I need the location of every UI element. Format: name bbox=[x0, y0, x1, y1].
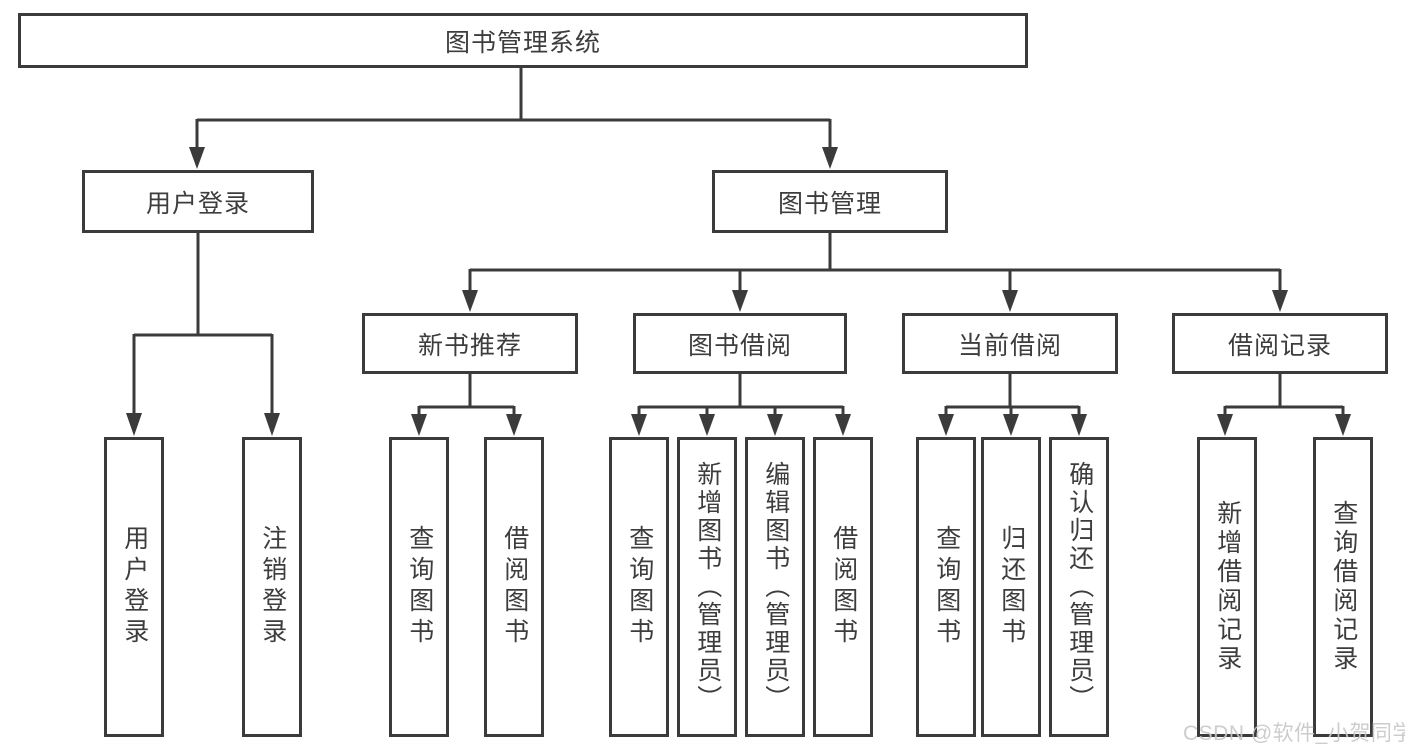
node-book-borrowing: 图书借阅 bbox=[633, 313, 847, 374]
node-label: 图书管理 bbox=[777, 189, 882, 218]
leaf-confirm-return-admin: 确认归还（管理员） bbox=[1049, 437, 1109, 737]
leaf-query-books: 查询图书 bbox=[916, 437, 976, 737]
leaf-edit-books-admin: 编辑图书（管理员） bbox=[745, 437, 805, 737]
leaf-query-borrow-record: 查询借阅记录 bbox=[1313, 437, 1373, 737]
csdn-watermark: CSDN @软件_小贺同学 bbox=[1183, 722, 1405, 745]
leaf-add-books-admin: 新增图书（管理员） bbox=[677, 437, 737, 737]
node-current-borrowing: 当前借阅 bbox=[902, 313, 1118, 374]
leaf-logout: 注销登录 bbox=[242, 437, 302, 737]
arrowheads bbox=[126, 147, 1351, 436]
leaf-query-books: 查询图书 bbox=[389, 437, 449, 737]
leaf-query-books: 查询图书 bbox=[609, 437, 669, 737]
node-book-management: 图书管理 bbox=[712, 170, 948, 233]
node-book-management-system: 图书管理系统 bbox=[18, 13, 1028, 68]
node-label: 用户登录 bbox=[145, 189, 250, 218]
node-label: 图书借阅 bbox=[687, 331, 792, 360]
node-label: 图书管理系统 bbox=[444, 28, 601, 57]
node-new-book-recommendation: 新书推荐 bbox=[362, 313, 578, 374]
leaf-user-login: 用户登录 bbox=[104, 437, 164, 737]
leaf-return-books: 归还图书 bbox=[981, 437, 1041, 737]
leaf-borrow-books: 借阅图书 bbox=[813, 437, 873, 737]
node-borrowing-records: 借阅记录 bbox=[1172, 313, 1388, 374]
leaf-add-borrow-record: 新增借阅记录 bbox=[1197, 437, 1257, 737]
node-label: 借阅记录 bbox=[1227, 331, 1332, 360]
node-label: 当前借阅 bbox=[957, 331, 1062, 360]
leaf-borrow-books: 借阅图书 bbox=[484, 437, 544, 737]
node-user-login: 用户登录 bbox=[82, 170, 314, 233]
node-label: 新书推荐 bbox=[417, 331, 522, 360]
